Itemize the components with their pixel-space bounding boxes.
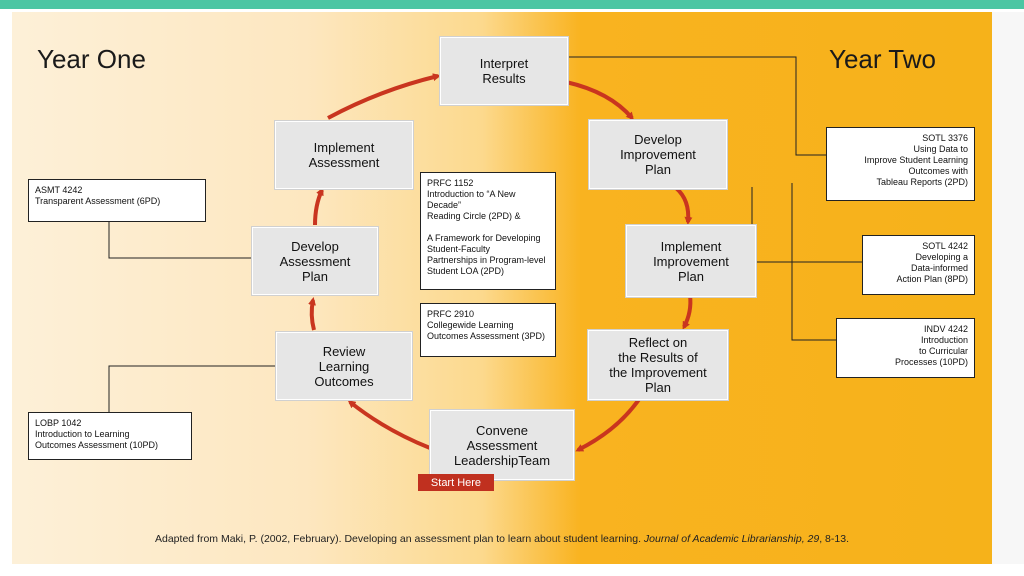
connector-asmt4242 (108, 222, 252, 259)
step-review-learning-outcomes: Review Learning Outcomes (276, 332, 412, 400)
citation-caption: Adapted from Maki, P. (2002, February). … (0, 533, 1004, 545)
start-here-label: Start Here (418, 474, 494, 491)
connector-sotl3376 (567, 56, 826, 156)
arrow-develop-to-implement (674, 186, 693, 225)
step-implement-assessment: Implement Assessment (275, 121, 413, 189)
arrow-reflect-to-convene (575, 396, 642, 452)
course-prfc1152: PRFC 1152 Introduction to “A New Decade”… (420, 172, 556, 290)
course-sotl3376: SOTL 3376 Using Data to Improve Student … (826, 127, 975, 201)
year-two-title: Year Two (829, 44, 936, 74)
right-margin (992, 12, 1024, 564)
caption-journal: Journal of Academic Librarianship, 29 (643, 533, 820, 545)
arrow-convene-to-review (347, 400, 431, 450)
step-reflect-on-results: Reflect on the Results of the Improvemen… (588, 330, 728, 400)
arrow-develop-to-implement-assessment (313, 187, 324, 226)
step-develop-assessment-plan: Develop Assessment Plan (252, 227, 378, 295)
arrow-implement-to-reflect (682, 294, 693, 330)
connector-indv4242 (791, 183, 836, 341)
step-convene-leadership-team: Convene Assessment LeadershipTeam (430, 410, 574, 480)
step-implement-improvement-plan: Implement Improvement Plan (626, 225, 756, 297)
step-interpret-results: Interpret Results (440, 37, 568, 105)
arrow-implement-to-interpret (327, 73, 441, 120)
course-lobp1042: LOBP 1042 Introduction to Learning Outco… (28, 412, 192, 460)
course-asmt4242: ASMT 4242 Transparent Assessment (6PD) (28, 179, 206, 222)
course-indv4242: INDV 4242 Introduction to Curricular Pro… (836, 318, 975, 378)
arrow-interpret-to-develop (565, 80, 634, 121)
course-prfc2910: PRFC 2910 Collegewide Learning Outcomes … (420, 303, 556, 357)
arrow-review-to-develop (308, 297, 316, 331)
connector-lobp1042 (108, 365, 276, 415)
year-one-title: Year One (37, 44, 146, 74)
caption-pages: , 8-13. (819, 533, 849, 545)
caption-text: Adapted from Maki, P. (2002, February). … (155, 533, 644, 545)
step-develop-improvement-plan: Develop Improvement Plan (589, 120, 727, 189)
course-sotl4242: SOTL 4242 Developing a Data-informed Act… (862, 235, 975, 295)
top-accent-bar (0, 0, 1024, 9)
